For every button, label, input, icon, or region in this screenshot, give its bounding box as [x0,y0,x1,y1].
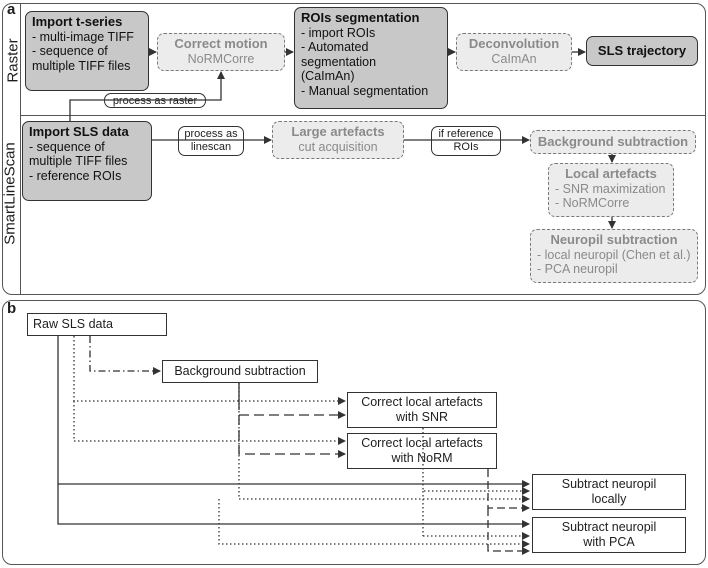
raster-divider-line [20,3,21,295]
large-artefacts-sub: cut acquisition [298,139,378,154]
rois-segmentation-box: ROIs segmentation - import ROIs - Automa… [294,7,448,109]
dotted-path-snr-to-local [422,428,530,495]
rois-segmentation-item: - Automated [301,40,369,54]
dashed-path-norm-to-local [487,469,530,512]
panel-b-label: b [7,300,17,317]
background-subtraction-box: Background subtraction [530,130,696,154]
sls-trajectory-title: SLS trajectory [597,42,687,58]
import-tseries-item: multiple TIFF files [32,58,131,73]
subtract-pca-box: Subtract neuropil with PCA [532,517,686,553]
rois-segmentation-item: segmentation [301,54,377,69]
large-artefacts-box: Large artefacts cut acquisition [272,121,404,159]
correct-norm-line: Correct local artefacts [361,436,483,450]
import-sls-item: multiple TIFF files [29,154,128,168]
subtract-pca-line: with PCA [583,535,635,549]
local-artefacts-item: - NoRMCorre [555,196,630,210]
dotted-path-bg-to-local [238,383,530,503]
subtract-local-box: Subtract neuropil locally [532,474,686,510]
correct-snr-line: Correct local artefacts [361,395,483,409]
import-sls-box: Import SLS data - sequence of multiple T… [22,121,152,201]
dotted-path-bg-to-pca [218,499,530,548]
correct-norm-line: with NoRM [391,451,453,465]
dotted-path-raw-to-snr [73,336,346,405]
if-reference-rois-line: ROIs [453,140,479,153]
raw-sls-data-label: Raw SLS data [33,317,113,331]
rois-segmentation-item: (CaImAn) [301,69,355,83]
import-tseries-item: - sequence of [32,44,108,58]
neuropil-subtraction-box: Neuropil subtraction - local neuropil (C… [530,229,698,283]
import-tseries-item: - multi-image TIFF [32,29,134,44]
correct-snr-box: Correct local artefacts with SNR [347,392,497,428]
neuropil-subtraction-item: - local neuropil (Chen et al.) [537,247,691,262]
arrow-process-as-raster [69,71,225,121]
if-reference-rois-line: if reference [438,128,494,140]
local-artefacts-title: Local artefacts [565,166,657,181]
b-background-subtraction-box: Background subtraction [162,360,318,383]
local-artefacts-box: Local artefacts - SNR maximization - NoR… [548,163,674,217]
if-reference-rois-label: if reference ROIs [431,126,501,156]
subtract-local-line: Subtract neuropil [561,477,657,491]
rois-segmentation-item: - import ROIs [301,25,376,40]
dashdot-path-raw-to-bg [89,336,161,375]
sls-trajectory-box: SLS trajectory [586,36,698,66]
panel-a-label: a [7,1,16,18]
import-tseries-box: Import t-series - multi-image TIFF - seq… [25,11,149,91]
deconvolution-box: Deconvolution CaImAn [456,33,572,71]
subtract-local-line: locally [591,492,627,506]
import-sls-title: Import SLS data [29,124,129,139]
correct-norm-box: Correct local artefacts with NoRM [347,433,497,469]
correct-motion-title: Correct motion [174,36,268,51]
dashed-path-bg-to-snr [238,400,346,419]
neuropil-subtraction-title: Neuropil subtraction [550,232,678,247]
b-background-subtraction-label: Background subtraction [174,364,306,378]
solid-path-raw-to-pca [57,484,530,528]
rois-segmentation-title: ROIs segmentation [301,10,420,25]
correct-motion-box: Correct motion NoRMCorre [157,33,285,71]
correct-motion-sub: NoRMCorre [187,51,255,66]
import-sls-item: - sequence of [29,139,105,154]
neuropil-subtraction-item: - PCA neuropil [537,262,618,276]
rois-segmentation-item: - Manual segmentation [301,83,429,98]
process-as-linescan-label: process as linescan [178,126,244,156]
correct-snr-line: with SNR [395,410,449,424]
background-subtraction-title: Background subtraction [537,133,689,149]
deconvolution-title: Deconvolution [468,36,560,51]
large-artefacts-title: Large artefacts [291,124,385,139]
subtract-pca-line: Subtract neuropil [561,520,657,534]
import-sls-item: - reference ROIs [29,168,122,183]
dotted-path-raw-to-norm [73,401,346,445]
solid-path-raw-to-local [57,336,530,488]
local-artefacts-item: - SNR maximization [555,181,666,196]
import-tseries-title: Import t-series [32,14,123,29]
dashed-path-bg-to-norm [238,415,346,458]
raw-sls-data-box: Raw SLS data [27,313,167,336]
process-as-linescan-line: linescan [190,140,232,153]
process-as-linescan-line: process as [184,128,238,140]
panel-a-divider [20,115,706,116]
deconvolution-sub: CaImAn [491,51,537,66]
dashed-path-norm-to-pca [487,508,530,555]
